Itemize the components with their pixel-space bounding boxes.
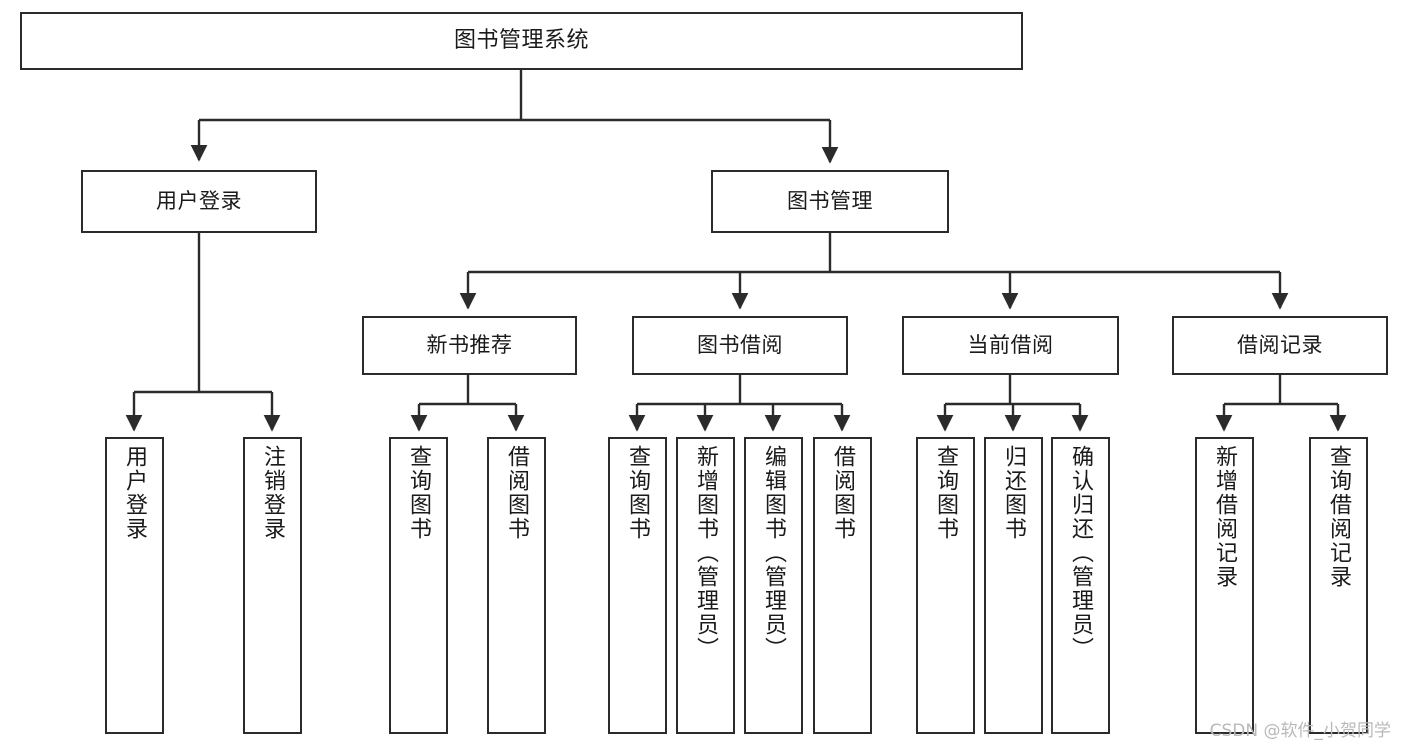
leaf-book-borrow-query-book-label: 查询图书 bbox=[625, 445, 651, 541]
leaf-user-login-logout-label: 注销登录 bbox=[260, 445, 286, 541]
node-book-borrow-label: 图书借阅 bbox=[697, 333, 783, 358]
leaf-user-login-login-label: 用户登录 bbox=[122, 445, 148, 541]
leaf-current-borrow-return-book-label: 归还图书 bbox=[1001, 445, 1027, 541]
leaf-current-borrow-query-book[interactable]: 查询图书 bbox=[916, 437, 975, 734]
watermark-text: CSDN @软件_小贺同学 bbox=[1209, 721, 1391, 741]
leaf-borrow-record-add-record-label: 新增借阅记录 bbox=[1212, 445, 1238, 589]
node-book-management-label: 图书管理 bbox=[787, 189, 873, 214]
leaf-new-book-query-book-label: 查询图书 bbox=[406, 445, 432, 541]
node-user-login[interactable]: 用户登录 bbox=[81, 170, 317, 233]
node-book-borrow[interactable]: 图书借阅 bbox=[632, 316, 848, 375]
node-user-login-label: 用户登录 bbox=[156, 189, 242, 214]
leaf-book-borrow-borrow-book-label: 借阅图书 bbox=[830, 445, 856, 541]
leaf-current-borrow-confirm-return-admin-label: 确认归还（管理员） bbox=[1068, 445, 1094, 661]
leaf-book-borrow-edit-book-admin-label: 编辑图书（管理员） bbox=[761, 445, 787, 661]
leaf-user-login-logout[interactable]: 注销登录 bbox=[243, 437, 302, 734]
node-new-book-recommend-label: 新书推荐 bbox=[426, 333, 513, 358]
leaf-new-book-borrow-book[interactable]: 借阅图书 bbox=[487, 437, 546, 734]
node-new-book-recommend[interactable]: 新书推荐 bbox=[362, 316, 577, 375]
node-root-label: 图书管理系统 bbox=[453, 28, 589, 54]
leaf-user-login-login[interactable]: 用户登录 bbox=[105, 437, 164, 734]
leaf-borrow-record-query-record-label: 查询借阅记录 bbox=[1326, 445, 1352, 589]
leaf-current-borrow-confirm-return-admin[interactable]: 确认归还（管理员） bbox=[1051, 437, 1110, 734]
leaf-current-borrow-query-book-label: 查询图书 bbox=[933, 445, 959, 541]
leaf-current-borrow-return-book[interactable]: 归还图书 bbox=[984, 437, 1043, 734]
leaf-book-borrow-query-book[interactable]: 查询图书 bbox=[608, 437, 667, 734]
node-book-management[interactable]: 图书管理 bbox=[711, 170, 949, 233]
node-borrow-record-label: 借阅记录 bbox=[1237, 333, 1323, 358]
node-current-borrow[interactable]: 当前借阅 bbox=[902, 316, 1119, 375]
leaf-borrow-record-add-record[interactable]: 新增借阅记录 bbox=[1195, 437, 1254, 734]
leaf-book-borrow-add-book-admin-label: 新增图书（管理员） bbox=[693, 445, 719, 661]
leaf-borrow-record-query-record[interactable]: 查询借阅记录 bbox=[1309, 437, 1368, 734]
leaf-book-borrow-borrow-book[interactable]: 借阅图书 bbox=[813, 437, 872, 734]
leaf-new-book-borrow-book-label: 借阅图书 bbox=[504, 445, 530, 541]
node-current-borrow-label: 当前借阅 bbox=[967, 333, 1054, 358]
leaf-book-borrow-edit-book-admin[interactable]: 编辑图书（管理员） bbox=[744, 437, 803, 734]
leaf-new-book-query-book[interactable]: 查询图书 bbox=[389, 437, 448, 734]
node-root-book-management-system[interactable]: 图书管理系统 bbox=[20, 12, 1023, 70]
node-borrow-record[interactable]: 借阅记录 bbox=[1172, 316, 1388, 375]
leaf-book-borrow-add-book-admin[interactable]: 新增图书（管理员） bbox=[676, 437, 735, 734]
